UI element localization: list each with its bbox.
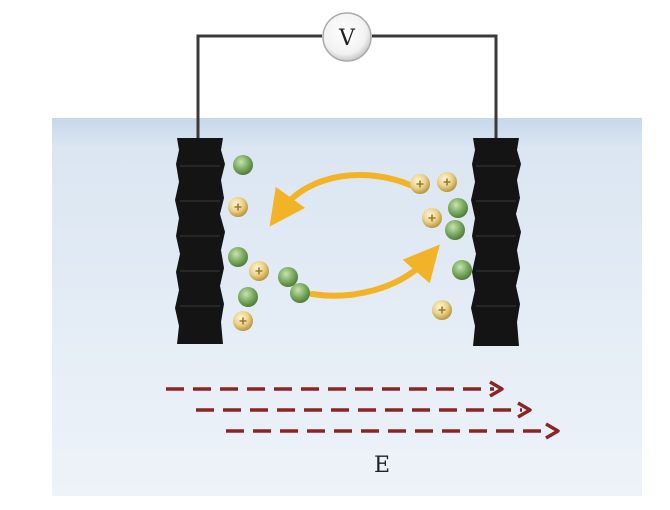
- flow-arrow-upper: [269, 172, 413, 227]
- circuit-wire: [196, 34, 498, 140]
- solution-region: [52, 118, 642, 496]
- field-arrow-3: [226, 422, 560, 440]
- cation-particle: [410, 174, 430, 194]
- cation-particle: [233, 311, 253, 331]
- voltmeter-dial: [322, 12, 372, 62]
- plus-sign-icon: [416, 180, 424, 188]
- plus-sign-icon: [438, 306, 446, 314]
- anion-particle: [278, 267, 298, 287]
- voltmeter: V: [322, 12, 372, 62]
- anion-particle: [228, 247, 248, 267]
- voltmeter-label: V: [338, 26, 356, 51]
- plus-sign-icon: [428, 214, 436, 222]
- plus-sign-icon: [255, 267, 263, 275]
- ion-layer: [228, 155, 472, 331]
- field-arrow-1: [166, 380, 504, 398]
- right-electrode: [471, 138, 521, 346]
- left-electrode: [175, 138, 225, 344]
- anion-particle: [238, 287, 258, 307]
- cation-particle: [422, 208, 442, 228]
- anion-particle: [233, 155, 253, 175]
- flow-arrow-lower: [309, 244, 440, 299]
- cation-particle: [249, 261, 269, 281]
- cation-particle: [228, 197, 248, 217]
- anion-particle: [452, 260, 472, 280]
- plus-sign-icon: [239, 317, 247, 325]
- field-arrow-2: [196, 401, 532, 419]
- plus-sign-icon: [443, 178, 451, 186]
- cation-particle: [437, 172, 457, 192]
- anion-particle: [448, 198, 468, 218]
- field-label: E: [374, 453, 390, 478]
- anion-particle: [445, 220, 465, 240]
- plus-sign-icon: [234, 203, 242, 211]
- anion-particle: [290, 283, 310, 303]
- cation-particle: [432, 300, 452, 320]
